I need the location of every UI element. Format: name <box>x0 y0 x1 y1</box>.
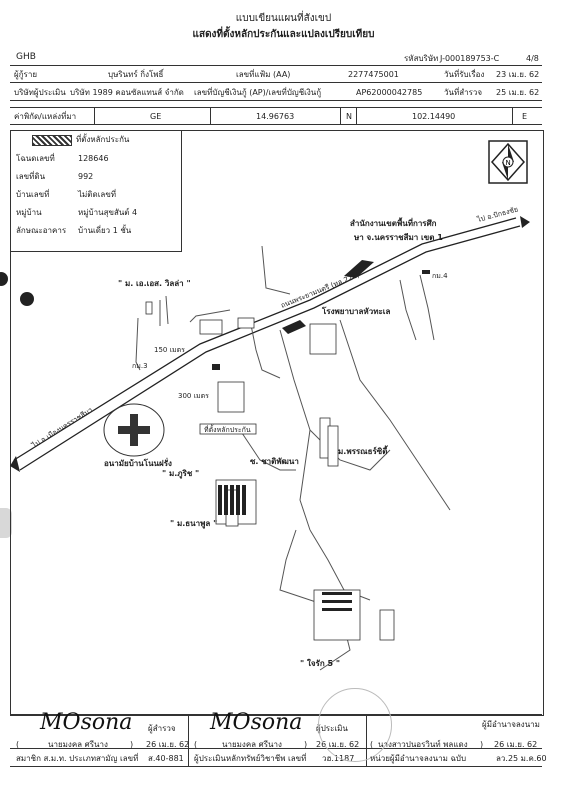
land-no: 992 <box>78 172 94 181</box>
ghb-logo: GHB <box>16 52 36 62</box>
borrower-label: ผู้กู้ราย <box>14 70 38 79</box>
longitude: 102.14490 <box>412 112 456 121</box>
surveyor-signature: MOsona <box>40 710 133 735</box>
account-no: AP62000042785 <box>356 88 423 97</box>
office-label-2: ษา จ.นครราชสีมา เขต 1 <box>353 232 443 242</box>
legend-box <box>10 130 182 252</box>
surveyor-label: ผู้สำรวจ <box>148 724 176 733</box>
village-mo-label: " ม. เอ.เอส. วิลล่า " <box>118 279 191 288</box>
km-marker-icon <box>422 270 430 274</box>
signer-label: ผู้มีอำนาจลงนาม <box>482 720 540 729</box>
signer-name: นางสาวปนอรวินท์ พลแดง <box>378 740 468 749</box>
survey-label: วันที่สำรวจ <box>444 88 483 97</box>
mo-jaras-label: " ใจรัก 5 " <box>300 658 340 668</box>
soi-label: ซ. ชาติพัฒนา <box>250 457 299 466</box>
surveyor-name: นายมงคล ศรีนาง <box>48 740 108 749</box>
appraiser-name: บริษัท 1989 คอนซัลแทนส์ จำกัด <box>70 88 184 97</box>
location-map: สำนักงานเขตพื้นที่การศึก ษา จ.นครราชสีมา… <box>10 204 530 671</box>
collateral-label: ที่ตั้งหลักประกัน <box>204 423 251 434</box>
license-label: ผู้ประเมินหลักทรัพย์วิชาชีพ เลขที่ <box>194 754 307 763</box>
hospital-label: โรงพยาบาลหัวทะเล <box>321 306 390 316</box>
coord-label: ค่าพิกัด/แหล่งที่มา <box>14 112 77 121</box>
village-name: หมู่บ้านสุขสันต์ 4 <box>78 208 138 217</box>
license-no: วฮ.1187 <box>322 754 355 763</box>
page-subtitle: แสดงที่ตั้งหลักประกันและแปลงเปรียบเทียบ <box>192 29 375 40</box>
received-date: 23 เม.ย. 62 <box>496 70 540 79</box>
binder-hole <box>0 272 8 286</box>
house-label: บ้านเลขที่ <box>16 190 50 199</box>
survey-date: 25 เม.ย. 62 <box>496 88 540 97</box>
building-type: บ้านเดี่ยว 1 ชั้น <box>78 226 132 235</box>
longitude-dir: E <box>522 112 528 121</box>
map-frame <box>10 130 544 716</box>
latitude-dir: N <box>346 112 352 121</box>
collateral-location-icon <box>212 364 220 370</box>
hospital-building-icon <box>282 320 306 334</box>
arrow-west-icon <box>10 456 20 472</box>
building-label: ลักษณะอาคาร <box>16 226 67 235</box>
north-arrow-icon: N <box>488 140 528 184</box>
land-label: เลขที่ดิน <box>16 172 46 181</box>
collateral-symbol-icon <box>32 135 72 146</box>
health-cross-icon <box>118 414 150 446</box>
dense-lots <box>218 485 352 611</box>
borrower-name: บุษรินทร์ กิ่งโพธิ์ <box>108 70 164 79</box>
company-code: J-000189753-C <box>440 54 500 63</box>
arrow-east-icon <box>520 216 530 228</box>
mo-thana-label: " ม.ธนาพูล " <box>170 519 217 529</box>
health-center-label: อนามัยบ้านโนนฝรั่ง <box>104 457 172 468</box>
binder-hole <box>20 292 34 306</box>
member-label: สมาชิก ส.ม.ท. ประเภทสามัญ เลขที่ <box>16 754 139 763</box>
health-center-outline <box>103 403 165 457</box>
app-no: 2277475001 <box>348 70 399 79</box>
office-building-icon <box>344 260 374 278</box>
member-no: ส.40-881 <box>148 754 184 763</box>
company-stamp <box>318 688 392 762</box>
surveyor-date: 26 เม.ย. 62 <box>146 740 190 749</box>
house-no: ไม่ติดเลขที่ <box>78 190 117 199</box>
page-title: แบบเขียนแผนที่สังเขป <box>235 13 332 24</box>
mo-pruksa-label: " ม.ภูริช " <box>162 469 199 479</box>
appraiser-label: บริษัทผู้ประเมิน <box>14 88 66 97</box>
office-label: สำนักงานเขตพื้นที่การศึก <box>350 217 437 228</box>
village-label: หมู่บ้าน <box>16 208 42 217</box>
evaluator-name: นายมงคล ศรีนาง <box>222 740 282 749</box>
deed-label: โฉนดเลขที่ <box>16 154 55 163</box>
company-code-label: รหัสบริษัท <box>404 54 439 63</box>
signer-role: หน่วยผู้มีอำนาจลงนาม ฉบับ <box>370 754 467 763</box>
account-label: เลขที่บัญชีเงินกู้ (AP)/เลขที่บัญชีเงินก… <box>194 88 322 97</box>
latitude: 14.96763 <box>256 112 295 121</box>
deed-no: 128646 <box>78 154 109 163</box>
main-highway <box>13 217 521 471</box>
distance-300-label: 300 เมตร <box>178 392 209 400</box>
svg-text:N: N <box>506 159 511 167</box>
to-pakthongchai-label: ไป อ.ปักธงชัย <box>475 204 519 224</box>
page-number: 4/8 <box>526 54 539 63</box>
km4-label: กม.4 <box>432 272 448 280</box>
legend-symbol-label: ที่ตั้งหลักประกัน <box>76 135 130 144</box>
km3-label: กม.3 <box>132 362 148 370</box>
app-no-label: เลขที่แฟ้ม (AA) <box>236 70 291 79</box>
evaluator-signature: MOsona <box>210 710 303 735</box>
mo-pornpat-label: ม.พรรณธร์ซิตี้ <box>338 445 389 456</box>
received-label: วันที่รับเรื่อง <box>444 70 485 79</box>
signer-no: ลว.25 ม.ค.60 <box>496 754 547 763</box>
signer-date: 26 เม.ย. 62 <box>494 740 538 749</box>
coord-source: GE <box>150 112 162 121</box>
distance-150-label: 150 เมตร <box>154 346 185 354</box>
page-tab <box>0 508 12 538</box>
